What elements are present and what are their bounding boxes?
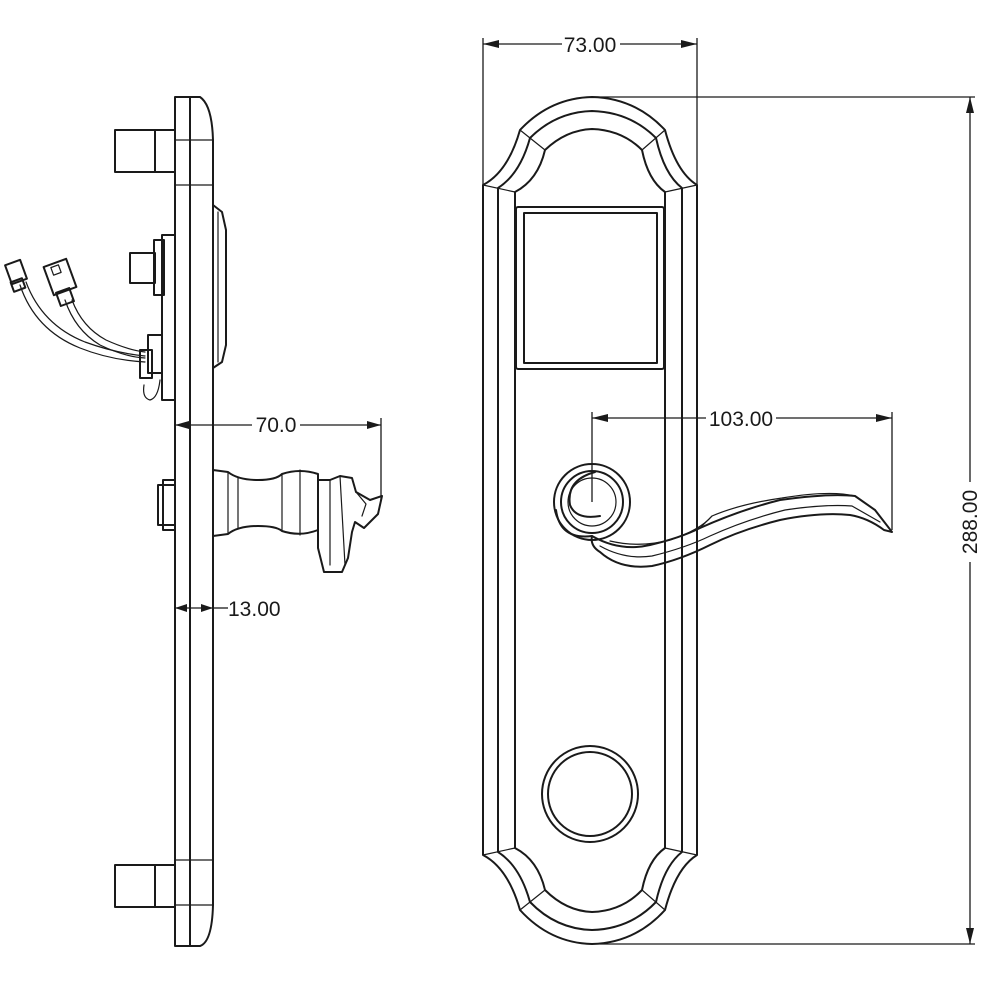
wire (19, 284, 146, 363)
side-view: 70.0 13.00 (4, 96, 383, 947)
inner-spindle-stub (157, 484, 176, 526)
dim-label-lever-projection: 70.0 (256, 414, 297, 437)
wire-connector-left (4, 258, 28, 293)
lever-handle (555, 471, 893, 568)
electronics-bracket (161, 234, 176, 401)
lower-latch-tab (114, 864, 176, 908)
lever-side-profile (212, 469, 383, 573)
dim-lever-length: 103.00 (591, 404, 893, 530)
dim-plate-width: 73.00 (482, 32, 698, 185)
card-reader-window (515, 206, 665, 370)
wire-connector-right (42, 257, 78, 307)
dim-label-plate-thickness: 13.00 (228, 598, 281, 621)
dim-plate-height: 288.00 (592, 96, 982, 945)
side-plate-outline (174, 96, 214, 947)
dim-label-plate-width: 73.00 (564, 34, 617, 57)
dim-lever-projection: 70.0 (175, 411, 382, 500)
front-view: 73.00 103.00 288.00 (482, 32, 982, 945)
upper-latch-tab (114, 129, 176, 173)
dim-plate-thickness: 13.00 (175, 598, 281, 621)
dim-label-lever-length: 103.00 (709, 408, 773, 431)
dim-label-plate-height: 288.00 (959, 490, 982, 554)
reader-bulge-side (212, 204, 227, 369)
key-cylinder (541, 745, 639, 843)
